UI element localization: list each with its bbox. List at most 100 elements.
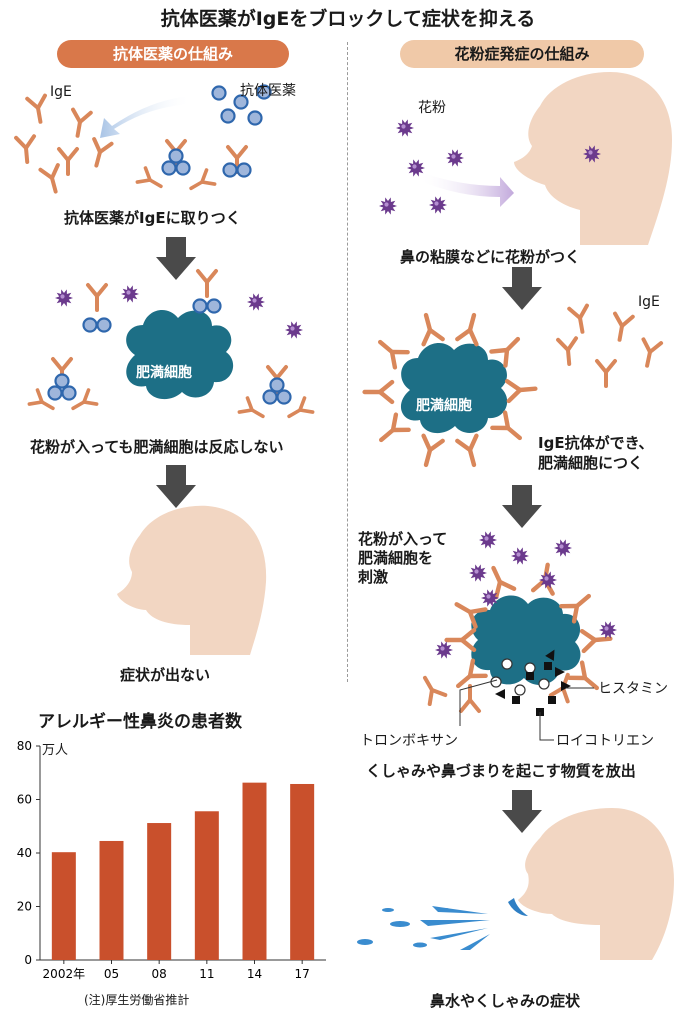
antibody-drug-molecule: [168, 148, 184, 164]
label-ige-left: IgE: [50, 84, 72, 100]
pollen-grain: [599, 621, 617, 639]
antibody-drug-molecule: [262, 389, 278, 405]
ige-antibody: [71, 107, 93, 138]
right-step-3-line-1: 花粉が入って: [358, 530, 448, 548]
antibody-drug-molecule: [211, 85, 227, 101]
ige-antibody: [14, 134, 37, 164]
antibody-drug-molecule: [82, 317, 98, 333]
ige-on-mast-cell: [456, 658, 488, 689]
chart-x-tick-label: 08: [152, 967, 167, 981]
leukotriene-leader: [539, 712, 554, 741]
pollen-grain: [379, 197, 397, 215]
antibody-drug-molecule: [269, 377, 285, 393]
thromboxane-leader: [459, 679, 498, 726]
ige-on-mast-cell: [455, 312, 479, 347]
histamine-particle: [555, 667, 565, 677]
histamine-particle: [561, 681, 571, 691]
ige-antibody: [613, 311, 635, 342]
chart-y-tick-label: 20: [17, 900, 32, 914]
ige-on-mast-cell: [490, 410, 522, 441]
pollen-grain: [396, 119, 414, 137]
antibody-drug-molecule: [247, 110, 263, 126]
histamine-particle: [545, 649, 555, 661]
binding-arrow: [100, 96, 192, 138]
pollen-grain: [429, 196, 447, 214]
chart-y-tick-label: 40: [17, 846, 32, 860]
chart-unit: 万人: [42, 743, 69, 758]
sneeze-spray: [357, 906, 490, 950]
mast-cell-right-1: [400, 343, 508, 434]
right-step-2-line-1: IgE抗体ができ、: [538, 434, 654, 452]
ige-antibody: [556, 336, 579, 366]
ige-on-mast-cell: [378, 339, 410, 370]
pollen-grain: [554, 539, 572, 557]
ige-on-mast-cell: [379, 412, 411, 443]
mast-cell-left: [126, 309, 234, 400]
chart-x-tick-label: 17: [295, 967, 310, 981]
chart-y-tick-label: 80: [17, 739, 32, 753]
antibody-drug-molecule: [161, 160, 177, 176]
right-step-4-caption: くしゃみや鼻づまりを起こす物質を放出: [366, 762, 636, 780]
ige-antibody: [71, 388, 99, 411]
step-arrow-right-2: [502, 485, 542, 528]
mast-cell-label-left: 肥満細胞: [136, 365, 192, 381]
ige-on-mast-cell: [454, 602, 488, 629]
antibody-drug-molecule: [54, 373, 70, 389]
pollen-grain: [539, 571, 557, 589]
label-ige-right: IgE: [638, 294, 660, 310]
ige-antibody: [459, 684, 481, 713]
step-arrow-right-3: [502, 790, 542, 833]
ige-on-mast-cell: [455, 433, 479, 468]
leukotriene-particle: [526, 672, 534, 680]
label-leukotriene: ロイコトリエン: [556, 733, 654, 749]
thromboxane-particle: [501, 658, 513, 670]
ige-antibody: [189, 168, 217, 191]
pollen-grain: [121, 285, 139, 303]
right-step-3-line-3: 刺激: [358, 568, 389, 586]
ige-antibody: [27, 388, 55, 411]
mast-cell-label-right: 肥満細胞: [416, 398, 472, 414]
label-antibody-drug: 抗体医薬: [240, 83, 296, 99]
ige-on-mast-cell: [491, 565, 517, 600]
page-title: 抗体医薬がIgEをブロックして症状を抑える: [160, 8, 536, 30]
chart-y-tick-label: 0: [24, 953, 32, 967]
chart-x-tick-label: 11: [199, 967, 214, 981]
ige-on-mast-cell: [489, 336, 521, 368]
histamine-particle: [495, 689, 505, 699]
pollen-grain: [481, 589, 499, 607]
leukotriene-particle: [512, 696, 520, 704]
thromboxane-particle: [538, 678, 550, 690]
ige-blocked: [196, 269, 218, 298]
antibody-drug-molecule: [236, 162, 252, 178]
ige-on-mast-cell: [567, 660, 599, 691]
chart-x-tick-label: 2002年: [43, 967, 86, 981]
step-arrow-left-2: [156, 465, 196, 508]
antibody-drug-molecule: [233, 94, 249, 110]
left-heading: 抗体医薬の仕組み: [57, 40, 289, 68]
mast-cell-right-2: [471, 595, 581, 685]
pollen-grain: [511, 547, 529, 565]
antibody-drug-molecule: [175, 160, 191, 176]
step-arrow-left-1: [156, 237, 196, 280]
ige-on-mast-cell: [421, 433, 445, 468]
chart-bar: [290, 783, 315, 960]
antibody-drug-molecule: [61, 385, 77, 401]
chart-bar: [242, 782, 267, 960]
leukotriene-particle: [544, 662, 552, 670]
ige-antibody: [423, 675, 448, 707]
left-step-2-caption: 花粉が入っても肥満細胞は反応しない: [30, 438, 284, 456]
ige-on-mast-cell: [559, 593, 591, 624]
step-arrow-right-1: [502, 267, 542, 310]
antibody-drug-molecule: [192, 298, 208, 314]
ige-blocked: [86, 283, 108, 312]
antibody-drug-molecule: [206, 298, 222, 314]
ige-antibody: [287, 396, 315, 419]
face-left: [117, 505, 267, 655]
chart-title: アレルギー性鼻炎の患者数: [38, 712, 242, 732]
label-histamine: ヒスタミン: [598, 681, 668, 697]
left-step-1-caption: 抗体医薬がIgEに取りつく: [64, 209, 241, 227]
ige-on-mast-cell: [444, 627, 477, 653]
right-step-2-line-2: 肥満細胞につく: [538, 454, 644, 472]
right-step-3-line-2: 肥満細胞を: [358, 549, 434, 567]
